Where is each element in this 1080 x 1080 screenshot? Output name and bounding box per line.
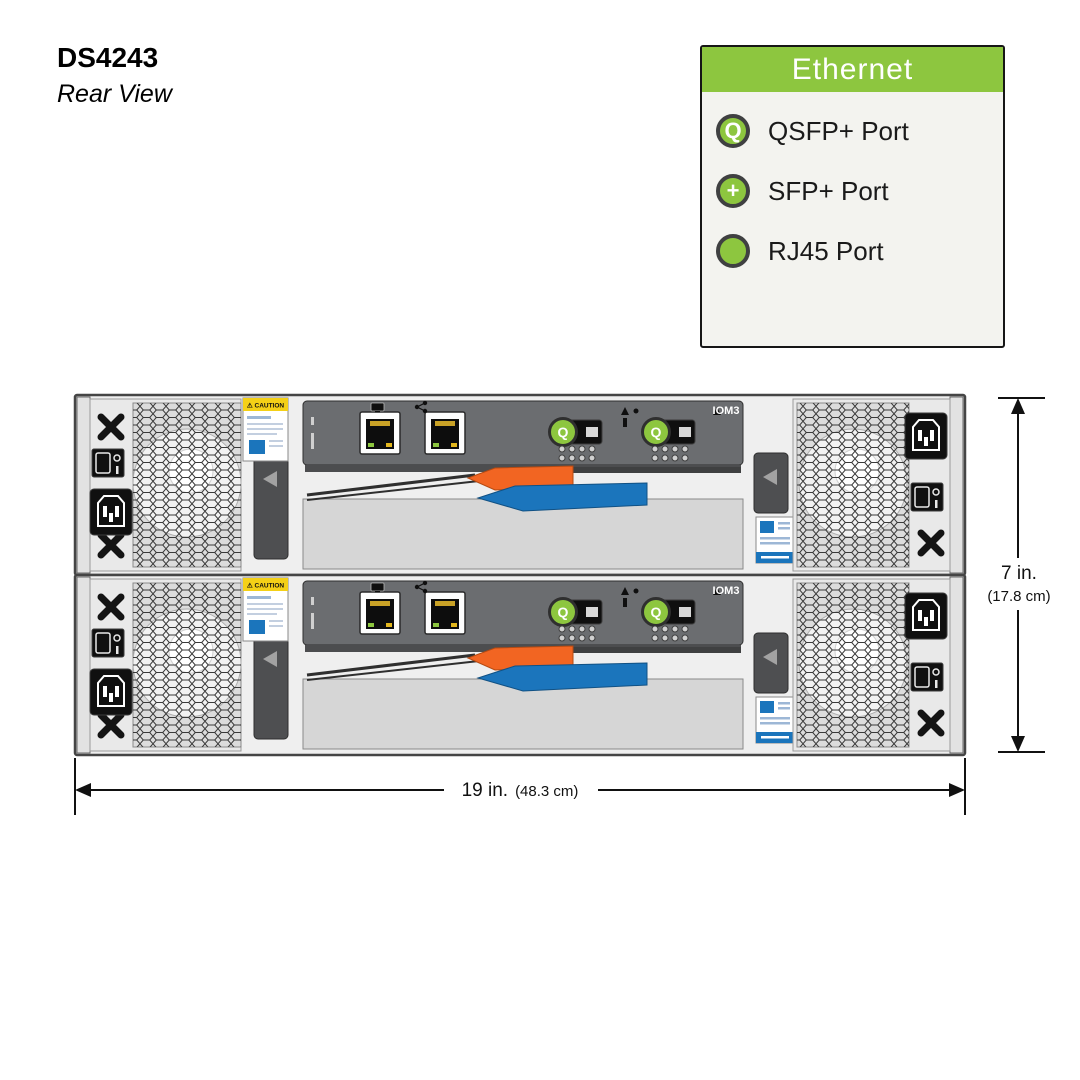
height-dimension-metric: (17.8 cm) (987, 588, 1050, 605)
rj45-port-label: RJ45 Port (768, 235, 884, 266)
sfp-symbol: + (726, 178, 740, 203)
page-title: DS4243 (57, 42, 159, 73)
legend-box: Ethernet Q QSFP+ Port + SFP+ Port RJ45 P… (700, 45, 1005, 348)
shelf-row-1 (75, 395, 965, 575)
sfp-port-label: SFP+ Port (768, 175, 889, 206)
qsfp-symbol: Q (724, 118, 742, 143)
legend-item-sfp: + SFP+ Port (716, 170, 989, 212)
height-dimension-label: 7 in. (1001, 563, 1037, 584)
qsfp-port-label: QSFP+ Port (768, 115, 909, 146)
legend-item-rj45: RJ45 Port (716, 230, 989, 272)
legend-item-qsfp: Q QSFP+ Port (716, 110, 989, 152)
legend-title: Ethernet (702, 47, 1003, 92)
ds4243-rear-view-diagram: Q ⚠ CAUTION (60, 390, 1054, 815)
width-dimension-metric: (48.3 cm) (515, 783, 578, 800)
page-subtitle: Rear View (57, 80, 172, 109)
title-block: DS4243 Rear View (57, 42, 172, 109)
legend-items: Q QSFP+ Port + SFP+ Port RJ45 Port (702, 92, 1003, 272)
rj45-port-icon (716, 234, 750, 268)
qsfp-port-icon: Q (716, 114, 750, 148)
width-dimension-value: 19 in. (462, 780, 508, 801)
width-dimension-annotation: 19 in. (48.3 cm) (74, 758, 966, 815)
height-dimension-annotation: 7 in. (17.8 cm) (984, 397, 1054, 753)
shelf-row-2 (75, 575, 965, 755)
sfp-port-icon: + (716, 174, 750, 208)
width-dimension-label: 19 in. (48.3 cm) (462, 780, 579, 801)
